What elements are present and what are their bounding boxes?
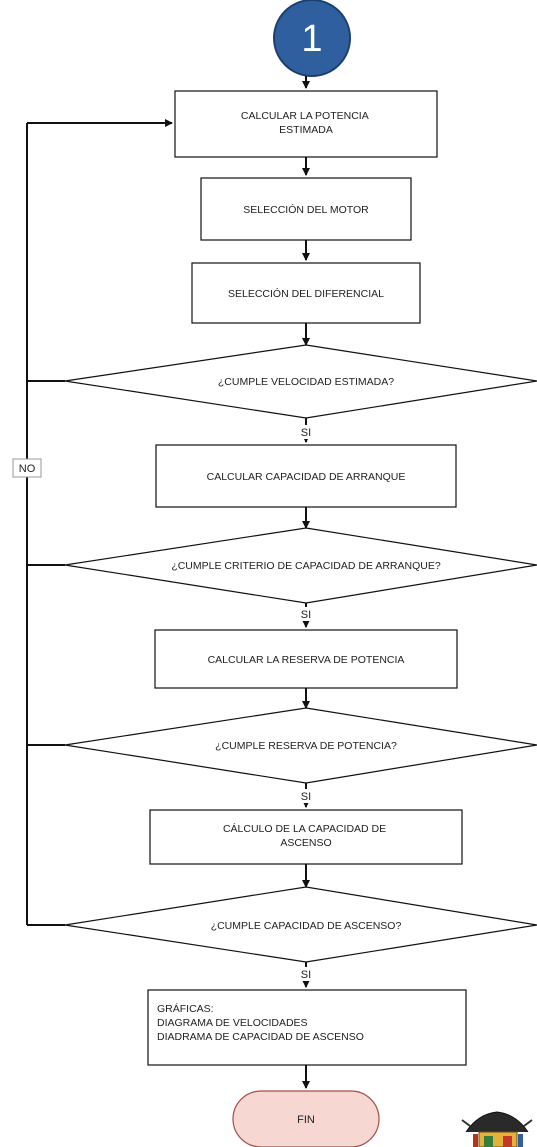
no-label: NO [19,463,36,475]
no-loop: NO [12,119,173,926]
decision-text: ¿CUMPLE VELOCIDAD ESTIMADA? [218,376,394,388]
terminal-end: FIN [232,1090,380,1147]
yes-labels: SI SI SI SI [296,425,316,981]
no-label-box [12,458,42,478]
yes-label: SI [301,791,311,803]
yes-label-bg [296,607,316,621]
process-differential-selection: SELECCIÓN DEL DIFERENCIAL [191,262,421,324]
yes-label-bg [296,789,316,803]
yes-label: SI [301,609,311,621]
decision-speed: ¿CUMPLE VELOCIDAD ESTIMADA? [64,344,537,419]
terminal-text: FIN [297,1114,315,1126]
yes-label-bg [296,967,316,981]
connector-circle: 1 [273,0,351,77]
decision-climb-capacity: ¿CUMPLE CAPACIDAD DE ASCENSO? [64,886,537,963]
decision-text: ¿CUMPLE CAPACIDAD DE ASCENSO? [211,920,402,932]
step-text: SELECCIÓN DEL DIFERENCIAL [228,287,384,300]
emblem-logo [461,1111,533,1147]
yes-label: SI [301,427,311,439]
process-calc-climb-capacity: CÁLCULO DE LA CAPACIDAD DE ASCENSO [149,809,463,865]
step-text: GRÁFICAS: DIAGRAMA DE VELOCIDADES DIADRA… [157,1002,364,1043]
step-text: CÁLCULO DE LA CAPACIDAD DE ASCENSO [223,822,389,849]
decision-text: ¿CUMPLE RESERVA DE POTENCIA? [215,740,397,752]
step-text: CALCULAR CAPACIDAD DE ARRANQUE [207,471,406,483]
yes-label-bg [296,425,316,439]
yes-label: SI [301,969,311,981]
decision-power-reserve: ¿CUMPLE RESERVA DE POTENCIA? [64,707,537,784]
process-calc-power: CALCULAR LA POTENCIA ESTIMADA [174,90,438,158]
process-calc-power-reserve: CALCULAR LA RESERVA DE POTENCIA [154,629,458,689]
decision-text: ¿CUMPLE CRITERIO DE CAPACIDAD DE ARRANQU… [171,560,441,572]
decision-start-capacity: ¿CUMPLE CRITERIO DE CAPACIDAD DE ARRANQU… [64,527,537,604]
step-text: SELECCIÓN DEL MOTOR [243,203,369,216]
step-text: CALCULAR LA RESERVA DE POTENCIA [208,654,405,666]
process-motor-selection: SELECCIÓN DEL MOTOR [200,177,412,241]
process-graphs: GRÁFICAS: DIAGRAMA DE VELOCIDADES DIADRA… [147,989,467,1066]
connector-label: 1 [301,18,322,60]
process-calc-start-capacity: CALCULAR CAPACIDAD DE ARRANQUE [155,444,457,508]
step-text: CALCULAR LA POTENCIA ESTIMADA [241,110,371,136]
